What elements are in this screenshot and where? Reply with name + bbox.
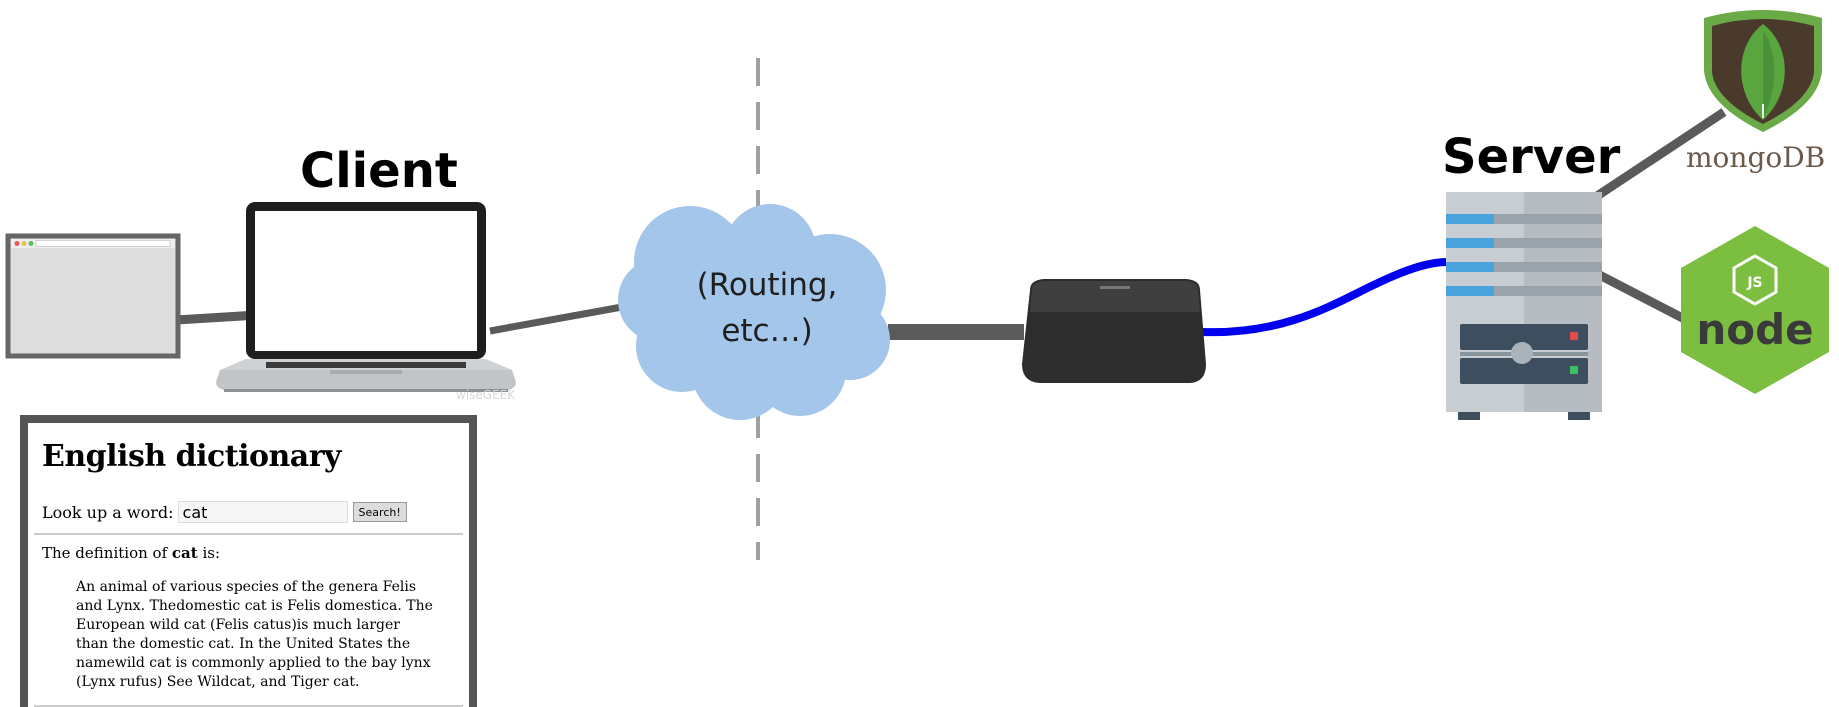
cable-server-mongodb <box>1579 108 1727 210</box>
server-icon <box>1446 192 1602 420</box>
cloud-label: (Routing, etc…) <box>672 262 862 354</box>
divider-rule <box>34 705 463 707</box>
definition-prefix: The definition of <box>42 544 168 562</box>
js-badge-text: JS <box>1746 275 1762 291</box>
definition-heading: The definition of cat is: <box>42 544 220 562</box>
laptop-watermark: wiseGEEK <box>456 388 516 402</box>
mongodb-logo <box>1704 10 1822 132</box>
search-input[interactable] <box>177 501 348 523</box>
cloud-label-line-1: (Routing, <box>696 267 838 303</box>
mongodb-wordmark: mongoDB <box>1686 141 1825 174</box>
node-wordmark: node <box>1696 305 1813 354</box>
dictionary-browser-window: English dictionary Look up a word: Searc… <box>20 415 477 707</box>
dictionary-title: English dictionary <box>42 439 341 474</box>
client-label: Client <box>300 143 458 199</box>
divider-rule <box>34 533 463 535</box>
router-icon <box>1022 279 1206 383</box>
nodejs-logo: JS node <box>1681 226 1829 394</box>
server-label: Server <box>1442 129 1621 185</box>
search-button[interactable]: Search! <box>352 502 407 522</box>
definition-word: cat <box>171 544 198 562</box>
cable-laptop-cloud <box>489 303 623 335</box>
definition-suffix: is: <box>202 544 221 562</box>
cable-server-node <box>1583 264 1699 329</box>
routing-cloud <box>618 204 890 420</box>
search-label: Look up a word: <box>42 502 174 522</box>
browser-window-icon <box>5 233 181 359</box>
cloud-label-line-2: etc…) <box>721 313 813 349</box>
cable-router-server <box>1201 258 1449 337</box>
definition-text: An animal of various species of the gene… <box>76 579 433 690</box>
search-row: Look up a word: Search! <box>42 501 407 523</box>
cable-browser-laptop <box>175 310 259 325</box>
laptop-icon <box>216 202 516 392</box>
